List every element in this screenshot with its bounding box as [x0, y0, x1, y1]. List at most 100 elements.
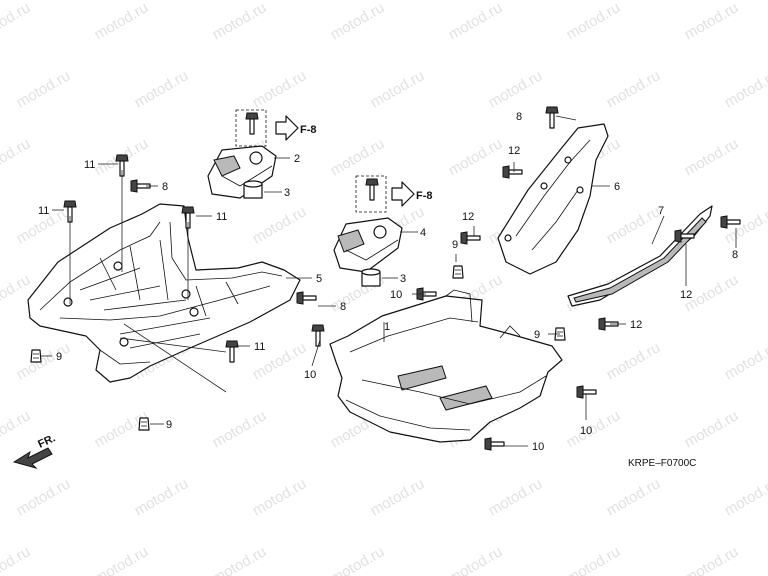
front-marker-label: FR. [36, 432, 57, 450]
callout-12-rail: 12 [680, 289, 692, 301]
callout-8-middle: 8 [340, 301, 346, 313]
watermark-text: motod.ru [210, 0, 270, 43]
bolt-icon [674, 229, 695, 243]
side-rail-part [567, 205, 713, 307]
watermark-text: motod.ru [564, 407, 624, 451]
floor-cover-part [27, 203, 301, 383]
watermark-text: motod.ru [0, 135, 33, 179]
clip-nut-icon [452, 265, 464, 279]
callout-12-lower: 12 [630, 319, 642, 331]
watermark-text: motod.ru [486, 475, 546, 519]
callout-9-middle: 9 [452, 239, 458, 251]
lower-cover-part [329, 289, 563, 443]
watermark-text: motod.ru [368, 67, 428, 111]
watermark-text: motod.ru [0, 0, 33, 43]
callout-9-right: 9 [534, 329, 540, 341]
bolt-icon [63, 200, 77, 223]
watermark-text: motod.ru [604, 203, 664, 247]
watermark-text: motod.ru [722, 339, 768, 383]
reference-arrow-icon [391, 181, 415, 207]
watermark-text: motod.ru [210, 543, 270, 576]
callout-11-right: 11 [216, 211, 227, 223]
callout-10-left: 10 [304, 369, 316, 381]
watermark-text: motod.ru [250, 475, 310, 519]
watermark-text: motod.ru [132, 67, 192, 111]
watermark-text: motod.ru [328, 135, 388, 179]
watermark-text: motod.ru [446, 543, 506, 576]
callout-11-bottom: 11 [254, 341, 265, 353]
callout-3-lower: 3 [400, 273, 406, 285]
callout-10-upper: 10 [390, 289, 402, 301]
watermark-text: motod.ru [132, 475, 192, 519]
bolt-icon [181, 206, 195, 229]
callout-4: 4 [420, 227, 426, 239]
callout-9-bottom: 9 [166, 419, 172, 431]
watermark-text: motod.ru [210, 407, 270, 451]
bolt-icon [598, 317, 619, 331]
bolt-icon [311, 324, 325, 347]
bolt-icon [115, 154, 129, 177]
watermark-text: motod.ru [682, 543, 742, 576]
watermark-text: motod.ru [328, 0, 388, 43]
watermark-text: motod.ru [446, 0, 506, 43]
callout-10-bottom: 10 [532, 441, 544, 453]
watermark-text: motod.ru [14, 67, 74, 111]
side-panel-part [497, 123, 609, 275]
callout-3-upper: 3 [284, 187, 290, 199]
watermark-text: motod.ru [446, 135, 506, 179]
callout-5: 5 [316, 273, 322, 285]
watermark-text: motod.ru [722, 203, 768, 247]
bolt-icon [576, 385, 597, 399]
callout-8-panel: 8 [516, 111, 522, 123]
callout-7: 7 [658, 205, 664, 217]
watermark-text: motod.ru [0, 543, 33, 576]
watermark-text: motod.ru [250, 67, 310, 111]
watermark-text: motod.ru [604, 339, 664, 383]
bolt-icon [130, 179, 151, 193]
bracket-lower-part [333, 217, 403, 273]
watermark-text: motod.ru [604, 475, 664, 519]
watermark-text: motod.ru [722, 67, 768, 111]
bolt-icon [484, 437, 505, 451]
watermark-text: motod.ru [564, 0, 624, 43]
callout-9-left: 9 [56, 351, 62, 363]
bolt-icon [502, 165, 523, 179]
watermark-text: motod.ru [682, 407, 742, 451]
callout-11-top: 11 [84, 159, 95, 171]
watermark-text: motod.ru [92, 543, 152, 576]
bolt-icon [720, 215, 741, 229]
callout-8-rail: 8 [732, 249, 738, 261]
bolt-icon [460, 231, 481, 245]
bolt-icon [225, 340, 239, 363]
bolt-icon [545, 106, 559, 129]
clip-nut-icon [30, 349, 42, 363]
watermark-text: motod.ru [0, 271, 33, 315]
diagram-code: KRPE–F0700C [628, 458, 696, 469]
bracket-upper-part [207, 145, 277, 199]
collar-icon [361, 268, 381, 287]
watermark-text: motod.ru [486, 67, 546, 111]
watermark-text: motod.ru [368, 475, 428, 519]
collar-icon [243, 180, 263, 199]
clip-nut-icon [138, 417, 150, 431]
callout-1: 1 [384, 321, 390, 333]
watermark-text: motod.ru [0, 407, 33, 451]
front-arrow-icon [12, 447, 53, 469]
bolt-icon [365, 178, 379, 201]
watermark-text: motod.ru [682, 135, 742, 179]
callout-2: 2 [294, 153, 300, 165]
watermark-text: motod.ru [604, 67, 664, 111]
callout-6: 6 [614, 181, 620, 193]
watermark-text: motod.ru [682, 0, 742, 43]
watermark-text: motod.ru [92, 0, 152, 43]
watermark-text: motod.ru [14, 475, 74, 519]
reference-label-lower: F-8 [416, 190, 433, 202]
callout-11-left: 11 [38, 205, 49, 217]
watermark-text: motod.ru [564, 543, 624, 576]
reference-arrow-icon [275, 115, 299, 141]
watermark-text: motod.ru [328, 543, 388, 576]
callout-12-panel: 12 [508, 145, 520, 157]
bolt-icon [245, 112, 259, 135]
